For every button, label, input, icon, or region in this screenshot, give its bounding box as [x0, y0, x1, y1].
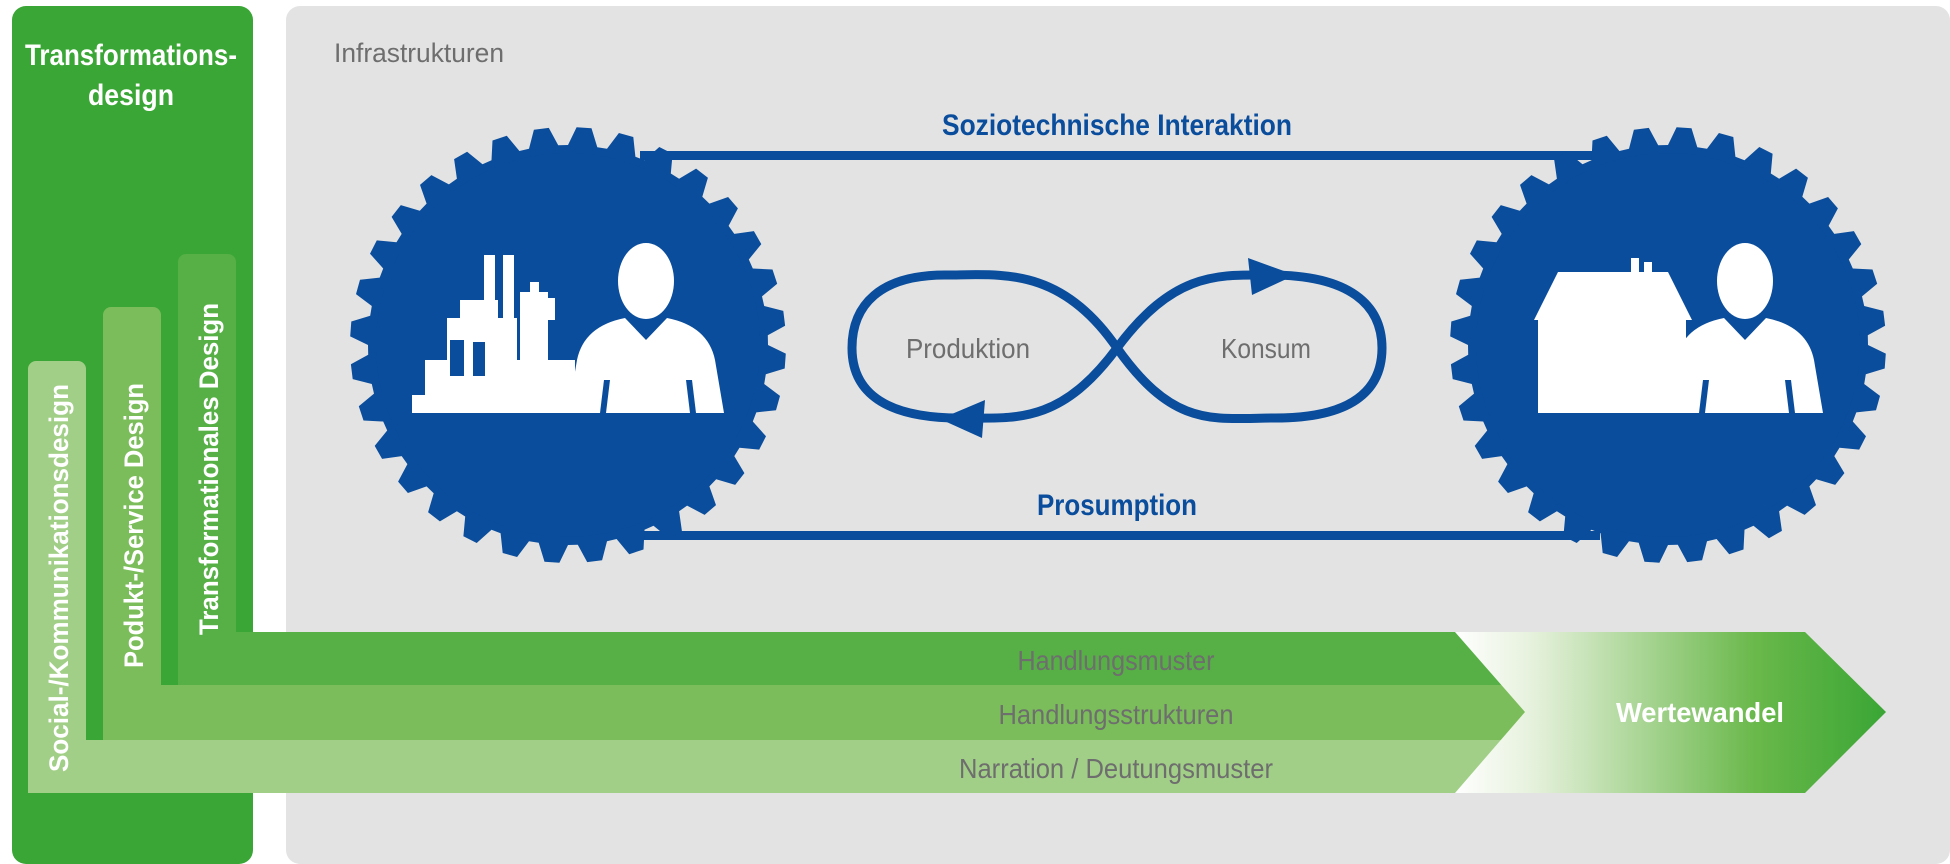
handlungsmuster-label: Handlungsmuster	[1018, 645, 1215, 676]
patterns-bar	[178, 632, 1563, 685]
loop-arrow-top	[1248, 258, 1295, 295]
transformational-label: Transformationales Design	[194, 303, 224, 635]
gear-icon	[350, 127, 786, 563]
factory-icon	[412, 255, 575, 413]
infinity-loop-icon	[847, 258, 1387, 438]
bottom-connection-line	[640, 531, 1600, 540]
handlungsstrukturen-label: Handlungsstrukturen	[999, 699, 1234, 730]
social-communication-label: Social-/Kommunikationsdesign	[44, 384, 74, 772]
production-label: Produktion	[906, 333, 1030, 364]
narration-bar	[28, 740, 1563, 793]
gear-body	[376, 153, 760, 537]
transformational-bar	[178, 254, 236, 685]
consumption-label: Konsum	[1221, 333, 1311, 364]
value-change-arrow	[1455, 632, 1886, 793]
top-connection-line	[640, 151, 1600, 160]
sidebar-title-line2: design	[88, 79, 174, 112]
social-communication-bar	[28, 361, 86, 793]
structures-bar	[103, 685, 1563, 740]
product-service-bar	[103, 307, 161, 740]
person-icon	[568, 243, 724, 413]
sidebar-title-line1: Transformations-	[25, 39, 237, 72]
consumption-gear	[1450, 127, 1886, 563]
person-icon	[1667, 243, 1823, 413]
wertewandel-label: Wertewandel	[1616, 697, 1784, 728]
loop-arrow-bottom	[940, 400, 985, 438]
sociotechnical-interaction-label: Soziotechnische Interaktion	[942, 109, 1292, 142]
infrastructure-label: Infrastrukturen	[334, 38, 504, 68]
house-icon	[1534, 258, 1692, 413]
prosumption-label: Prosumption	[1037, 489, 1197, 522]
narration-label: Narration / Deutungsmuster	[959, 753, 1273, 784]
product-service-label: Podukt-/Service Design	[119, 383, 149, 668]
production-gear	[350, 127, 786, 563]
